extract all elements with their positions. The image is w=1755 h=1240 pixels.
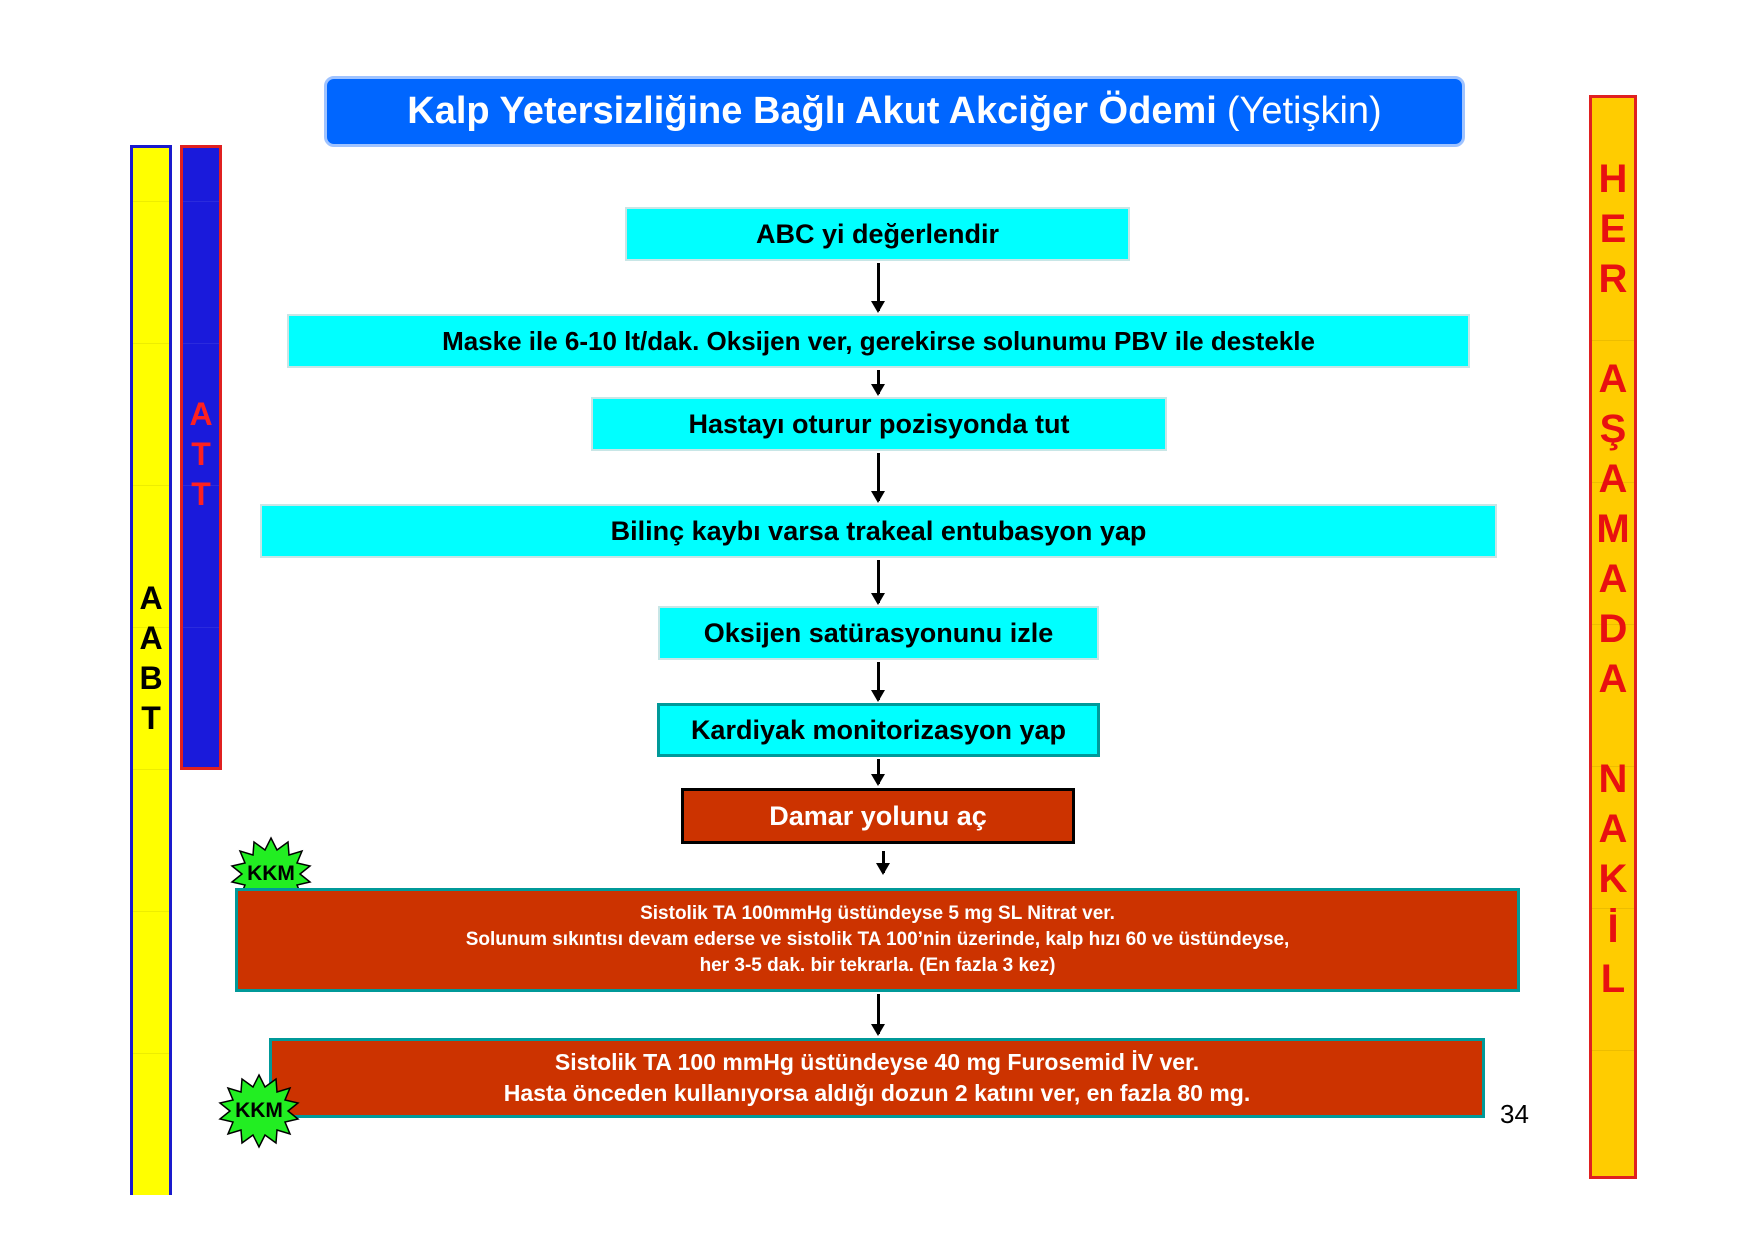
arrow-down-icon xyxy=(871,453,885,503)
step-oxygen-saturation: Oksijen satürasyonunu izle xyxy=(658,606,1099,660)
att-letter: T xyxy=(191,436,211,472)
kkm-badge-furosemide: KKM xyxy=(218,1073,300,1149)
step-furosemide: Sistolik TA 100 mmHg üstündeyse 40 mg Fu… xyxy=(269,1038,1485,1118)
step-iv-access: Damar yolunu aç xyxy=(681,788,1075,844)
step-oxygen-mask-text: Maske ile 6-10 lt/dak. Oksijen ver, gere… xyxy=(442,325,1315,356)
step-nitrate-line: Solunum sıkıntısı devam ederse ve sistol… xyxy=(465,929,1290,950)
step-furosemide-line: Hasta önceden kullanıyorsa aldığı dozun … xyxy=(503,1080,1251,1106)
kkm-label: KKM xyxy=(235,1099,283,1122)
kkm-label: KKM xyxy=(247,862,295,885)
att-letter: T xyxy=(191,476,211,512)
page-number: 34 xyxy=(1500,1098,1529,1129)
her-letter: A xyxy=(1598,457,1628,501)
her-letter: K xyxy=(1598,857,1628,901)
step-sitting-position: Hastayı oturur pozisyonda tut xyxy=(591,397,1167,451)
step-cardiac-monitoring: Kardiyak monitorizasyon yap xyxy=(657,703,1100,757)
att-letter: A xyxy=(189,396,213,432)
her-letter: Ş xyxy=(1599,407,1627,451)
step-iv-access-text: Damar yolunu aç xyxy=(769,800,987,831)
aabt-letter: A xyxy=(139,580,163,616)
step-abc: ABC yi değerlendir xyxy=(625,207,1130,261)
aabt-letter: T xyxy=(141,700,161,736)
her-letter: A xyxy=(1598,657,1628,701)
starburst-icon xyxy=(218,1073,300,1149)
aabt-letter: A xyxy=(139,620,163,656)
step-oxygen-saturation-text: Oksijen satürasyonunu izle xyxy=(703,617,1054,648)
aabt-letter: B xyxy=(139,660,163,696)
her-letter: L xyxy=(1600,957,1626,1001)
page-title: Kalp Yetersizliğine Bağlı Akut Akciğer Ö… xyxy=(324,76,1465,147)
att-bar: A T T xyxy=(180,145,222,770)
her-letter: N xyxy=(1598,757,1628,801)
step-abc-text: ABC yi değerlendir xyxy=(755,218,1000,249)
her-letter: M xyxy=(1596,507,1630,551)
step-nitrate-line: her 3-5 dak. bir tekrarla. (En fazla 3 k… xyxy=(699,955,1056,976)
step-oxygen-mask: Maske ile 6-10 lt/dak. Oksijen ver, gere… xyxy=(287,314,1470,368)
step-sitting-position-text: Hastayı oturur pozisyonda tut xyxy=(688,408,1070,439)
her-letter: R xyxy=(1598,257,1628,301)
arrow-down-icon xyxy=(871,370,885,396)
her-letter: İ xyxy=(1607,907,1619,951)
her-letter: A xyxy=(1598,357,1628,401)
step-cardiac-monitoring-text: Kardiyak monitorizasyon yap xyxy=(690,714,1067,745)
arrow-down-icon xyxy=(876,851,890,875)
arrow-down-icon xyxy=(871,994,885,1036)
step-nitrate: Sistolik TA 100mmHg üstündeyse 5 mg SL N… xyxy=(235,888,1520,992)
her-letter: H xyxy=(1598,157,1628,201)
her-letter: E xyxy=(1599,207,1627,251)
arrow-down-icon xyxy=(871,759,885,786)
her-letter: D xyxy=(1598,607,1628,651)
arrow-down-icon xyxy=(871,662,885,702)
step-intubation: Bilinç kaybı varsa trakeal entubasyon ya… xyxy=(260,504,1497,558)
step-furosemide-line: Sistolik TA 100 mmHg üstündeyse 40 mg Fu… xyxy=(554,1049,1200,1075)
arrow-down-icon xyxy=(871,263,885,313)
step-intubation-text: Bilinç kaybı varsa trakeal entubasyon ya… xyxy=(610,515,1147,546)
her-letter: A xyxy=(1598,807,1628,851)
aabt-bar: A A B T xyxy=(130,145,172,1195)
title-suffix: (Yetişkin) xyxy=(1226,90,1382,132)
her-letter: A xyxy=(1598,557,1628,601)
arrow-down-icon xyxy=(871,560,885,605)
title-main: Kalp Yetersizliğine Bağlı Akut Akciğer Ö… xyxy=(407,90,1217,132)
step-nitrate-line: Sistolik TA 100mmHg üstündeyse 5 mg SL N… xyxy=(640,903,1115,924)
